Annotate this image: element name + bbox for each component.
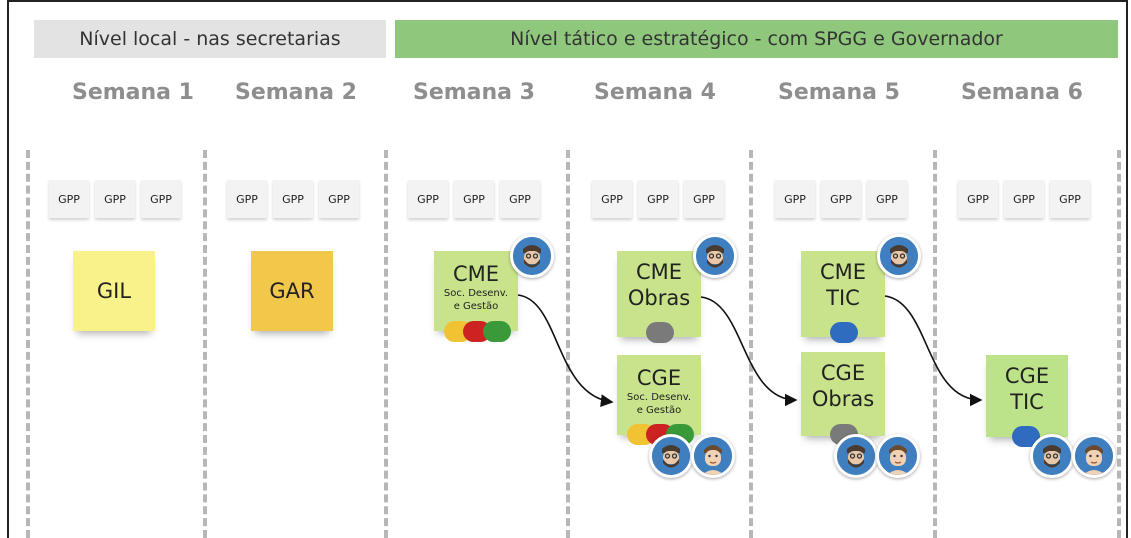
sticky-gil: GIL: [73, 251, 155, 331]
bearded-man-avatar-icon: [510, 234, 554, 278]
column-divider: [203, 150, 207, 538]
man-avatar-icon: [1072, 434, 1116, 478]
sticky-subtitle: TIC: [826, 286, 860, 310]
gpp-card: GPP: [638, 180, 678, 218]
status-dot-blue: [830, 322, 858, 343]
gpp-card: GPP: [273, 180, 313, 218]
gpp-card: GPP: [1004, 180, 1044, 218]
gpp-card: GPP: [500, 180, 540, 218]
week-2-title: Semana 2: [234, 80, 357, 105]
gpp-card: GPP: [958, 180, 998, 218]
sticky-subtitle: Soc. Desenv.: [626, 392, 692, 403]
sticky-label: GAR: [269, 279, 315, 303]
sticky-subtitle: e Gestão: [453, 301, 499, 312]
column-divider: [26, 150, 30, 538]
gpp-card: GPP: [592, 180, 632, 218]
sticky-title: CGE: [820, 361, 866, 385]
gpp-card: GPP: [227, 180, 267, 218]
gpp-card: GPP: [141, 180, 181, 218]
gpp-card: GPP: [1050, 180, 1090, 218]
sticky-cme-obras: CME Obras: [617, 251, 701, 337]
bearded-man-avatar-icon: [877, 234, 921, 278]
column-divider: [384, 150, 388, 538]
sticky-title: CME: [819, 260, 867, 284]
week-5-title: Semana 5: [777, 80, 900, 105]
sticky-title: CME: [452, 262, 500, 286]
sticky-subtitle: Soc. Desenv.: [443, 288, 509, 299]
sticky-gar: GAR: [251, 251, 333, 331]
man-avatar-icon: [876, 434, 920, 478]
gpp-card: GPP: [684, 180, 724, 218]
sticky-cge-tic: CGE TIC: [986, 355, 1068, 437]
column-divider: [566, 150, 570, 538]
status-dot-blue: [1012, 426, 1040, 447]
sticky-subtitle: Obras: [811, 387, 875, 411]
header-tactical-level: Nível tático e estratégico - com SPGG e …: [395, 20, 1118, 58]
gpp-card: GPP: [454, 180, 494, 218]
man-avatar-icon: [691, 434, 735, 478]
bearded-man-avatar-icon: [1030, 434, 1074, 478]
sticky-cge-soc: CGE Soc. Desenv. e Gestão: [617, 355, 701, 435]
sticky-subtitle: e Gestão: [636, 405, 682, 416]
sticky-label: GIL: [96, 279, 132, 303]
gpp-card: GPP: [408, 180, 448, 218]
column-divider: [933, 150, 937, 538]
gpp-card: GPP: [319, 180, 359, 218]
gpp-card: GPP: [867, 180, 907, 218]
bearded-man-avatar-icon: [834, 434, 878, 478]
status-dot-gray: [646, 322, 674, 343]
bearded-man-avatar-icon: [649, 434, 693, 478]
column-divider: [1117, 150, 1121, 538]
gpp-card: GPP: [95, 180, 135, 218]
sticky-title: CGE: [1004, 364, 1050, 388]
sticky-title: CME: [635, 260, 683, 284]
week-4-title: Semana 4: [593, 80, 716, 105]
gpp-card: GPP: [821, 180, 861, 218]
week-3-title: Semana 3: [412, 80, 535, 105]
week-6-title: Semana 6: [960, 80, 1083, 105]
gpp-card: GPP: [49, 180, 89, 218]
header-local-level: Nível local - nas secretarias: [34, 20, 386, 58]
gpp-card: GPP: [775, 180, 815, 218]
bearded-man-avatar-icon: [693, 234, 737, 278]
column-divider: [749, 150, 753, 538]
sticky-title: CGE: [636, 366, 682, 390]
status-dot-green: [483, 321, 511, 342]
sticky-cge-obras: CGE Obras: [801, 352, 885, 436]
sticky-subtitle: Obras: [627, 286, 691, 310]
sticky-cme-soc: CME Soc. Desenv. e Gestão: [434, 251, 518, 331]
week-1-title: Semana 1: [71, 80, 194, 105]
sticky-subtitle: TIC: [1010, 390, 1044, 414]
